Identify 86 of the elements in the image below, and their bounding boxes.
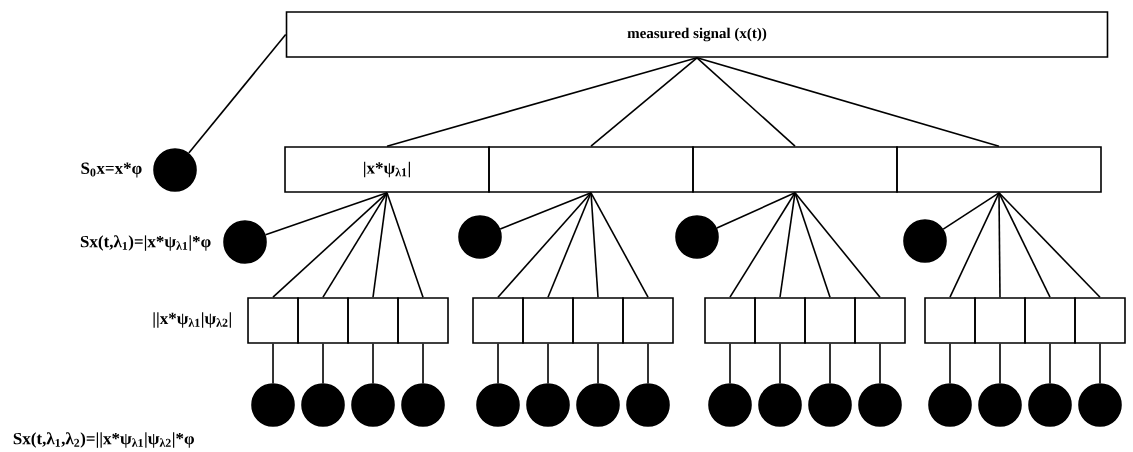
dot: [758, 383, 802, 427]
connector-line: [322, 192, 388, 298]
dot: [1028, 383, 1072, 427]
coefficient-cell: |x*ψ$_{λ1}$|: [284, 146, 490, 193]
connector-line: [590, 192, 599, 298]
connector-line: [729, 192, 796, 298]
coefficient-cell: [472, 297, 524, 344]
dot: [401, 383, 445, 427]
connector-line: [794, 192, 881, 298]
connector-line: [879, 343, 881, 384]
connector-line: [949, 343, 951, 384]
dot: [626, 383, 670, 427]
connector-line: [794, 192, 831, 298]
formula-label: Sx(t,λ$_{1}$,λ$_{2}$)=||x*ψ$_{λ1}$|ψ$_{λ2}$|*φ: [13, 432, 194, 448]
coefficient-cell: [247, 297, 299, 344]
connector-line: [372, 343, 374, 384]
connector-line: [422, 343, 424, 384]
connector-line: [998, 192, 1101, 298]
dot: [928, 383, 972, 427]
dot: [978, 383, 1022, 427]
formula-label: ||x*ψ$_{λ1}$|ψ$_{λ2}$|: [153, 312, 231, 328]
connector-line: [547, 343, 549, 384]
dot: [153, 148, 197, 192]
coefficient-cell: [754, 297, 806, 344]
dot: [708, 383, 752, 427]
connector-line: [1049, 343, 1051, 384]
dot: [351, 383, 395, 427]
connector-line: [188, 33, 287, 154]
connector-line: [949, 192, 1000, 298]
connector-line: [696, 57, 796, 147]
coefficient-cell: [297, 297, 349, 344]
connector-line: [497, 192, 592, 298]
coefficient-cell: [896, 146, 1102, 193]
connector-line: [499, 192, 592, 230]
connector-line: [1099, 343, 1101, 384]
coefficient-cell: [347, 297, 399, 344]
coefficient-cell: [488, 146, 694, 193]
connector-line: [696, 57, 1000, 147]
formula-label: Sx(t,λ$_{1}$)=|x*ψ$_{λ1}$|*φ: [80, 235, 211, 251]
connector-line: [829, 343, 831, 384]
coefficient-cell: [854, 297, 906, 344]
coefficient-cell: [572, 297, 624, 344]
connector-line: [264, 192, 388, 236]
coefficient-cell: [622, 297, 674, 344]
connector-line: [386, 192, 424, 298]
connector-line: [386, 57, 698, 147]
dot: [1078, 383, 1122, 427]
coefficient-cell: [974, 297, 1026, 344]
dot: [526, 383, 570, 427]
dot: [903, 219, 947, 263]
dot: [458, 215, 502, 259]
connector-line: [998, 192, 1001, 298]
coefficient-cell: [1074, 297, 1126, 344]
coefficient-cell: [804, 297, 856, 344]
connector-line: [497, 343, 499, 384]
coefficient-cell: [924, 297, 976, 344]
connector-line: [729, 343, 731, 384]
connector-line: [779, 192, 796, 298]
connector-line: [272, 343, 274, 384]
connector-line: [779, 343, 781, 384]
connector-line: [647, 343, 649, 384]
connector-line: [716, 192, 796, 229]
dot: [301, 383, 345, 427]
connector-line: [590, 57, 698, 147]
connector-line: [942, 192, 1000, 230]
connector-line: [372, 192, 388, 298]
signal-box: measured signal (x(t)): [285, 11, 1109, 58]
coefficient-cell: [704, 297, 756, 344]
dot: [251, 383, 295, 427]
connector-line: [590, 192, 649, 298]
connector-line: [322, 343, 324, 384]
coefficient-cell: [692, 146, 898, 193]
connector-line: [999, 343, 1001, 384]
connector-line: [998, 192, 1051, 298]
coefficient-cell: [522, 297, 574, 344]
dot: [858, 383, 902, 427]
connector-line: [547, 192, 592, 298]
connector-line: [272, 192, 388, 298]
dot: [675, 215, 719, 259]
dot: [576, 383, 620, 427]
coefficient-cell: [397, 297, 449, 344]
connector-line: [597, 343, 599, 384]
dot: [808, 383, 852, 427]
dot: [476, 383, 520, 427]
dot: [223, 220, 267, 264]
coefficient-cell: [1024, 297, 1076, 344]
